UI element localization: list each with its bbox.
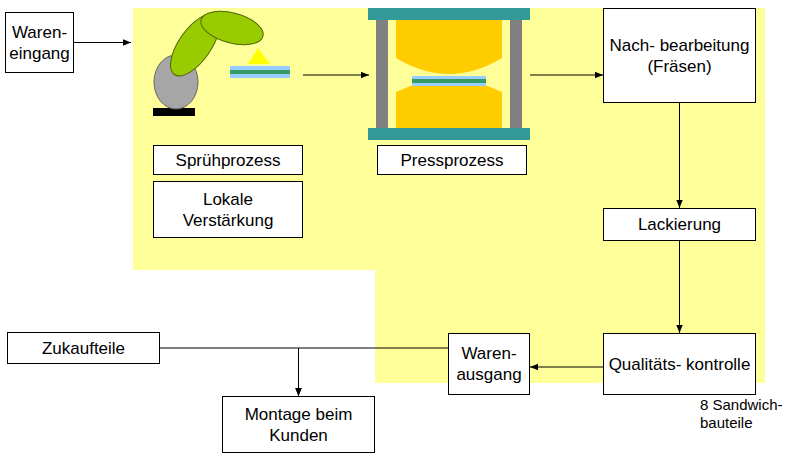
box-label: Qualitäts- kontrolle: [609, 354, 751, 375]
layer-strip: [230, 70, 290, 74]
box-label: Nach- bearbeitung (Fräsen): [607, 35, 752, 77]
press: [368, 8, 530, 140]
flow-arrow: [679, 103, 680, 208]
flow-arrow: [530, 75, 603, 76]
flow-arrow: [299, 348, 449, 396]
layer-strip: [230, 74, 290, 78]
upper-mold: [396, 20, 502, 74]
process-box: Nach- bearbeitung (Fräsen): [603, 8, 756, 103]
box-label: Lackierung: [638, 214, 721, 235]
goods-in-box: Waren- eingang: [5, 12, 74, 73]
process-area: [133, 8, 765, 383]
box-label: Waren- eingang: [9, 22, 70, 64]
press-column: [376, 20, 388, 128]
flow-arrow: [530, 367, 603, 368]
flow-arrow: [679, 241, 680, 333]
flow-arrow: [74, 42, 131, 43]
flow-arrow: [160, 348, 299, 396]
spray-robot: [153, 5, 290, 116]
process-box: Lackierung: [603, 208, 756, 241]
layer-strip: [412, 76, 486, 79]
robot-arm: [197, 5, 267, 51]
assembly-box: Montage beim Kunden: [222, 396, 375, 453]
box-label: Pressprozess: [401, 150, 504, 171]
process-box: Sprühprozess: [153, 145, 303, 175]
purchased-parts-box: Zukaufteile: [7, 332, 160, 364]
goods-out-box: Waren- ausgang: [448, 333, 530, 395]
box-label: Sprühprozess: [176, 150, 281, 171]
layer-strip: [412, 83, 486, 86]
flow-arrow: [303, 75, 369, 76]
layer-strip: [412, 79, 486, 83]
press-column: [510, 20, 522, 128]
process-box: Lokale Verstärkung: [153, 181, 303, 238]
box-label: Waren- ausgang: [452, 343, 526, 385]
process-box: Qualitäts- kontrolle: [603, 333, 756, 395]
spray-cone: [248, 48, 270, 64]
box-label: Lokale Verstärkung: [157, 189, 299, 231]
note-label: 8 Sandwich- bauteile: [700, 396, 795, 432]
box-label: Montage beim Kunden: [226, 404, 371, 446]
box-label: Zukaufteile: [42, 338, 125, 359]
layer-strip: [230, 66, 290, 70]
lower-mold: [396, 79, 502, 128]
press-plate: [368, 128, 530, 140]
process-box: Pressprozess: [377, 145, 527, 175]
press-plate: [368, 8, 530, 20]
